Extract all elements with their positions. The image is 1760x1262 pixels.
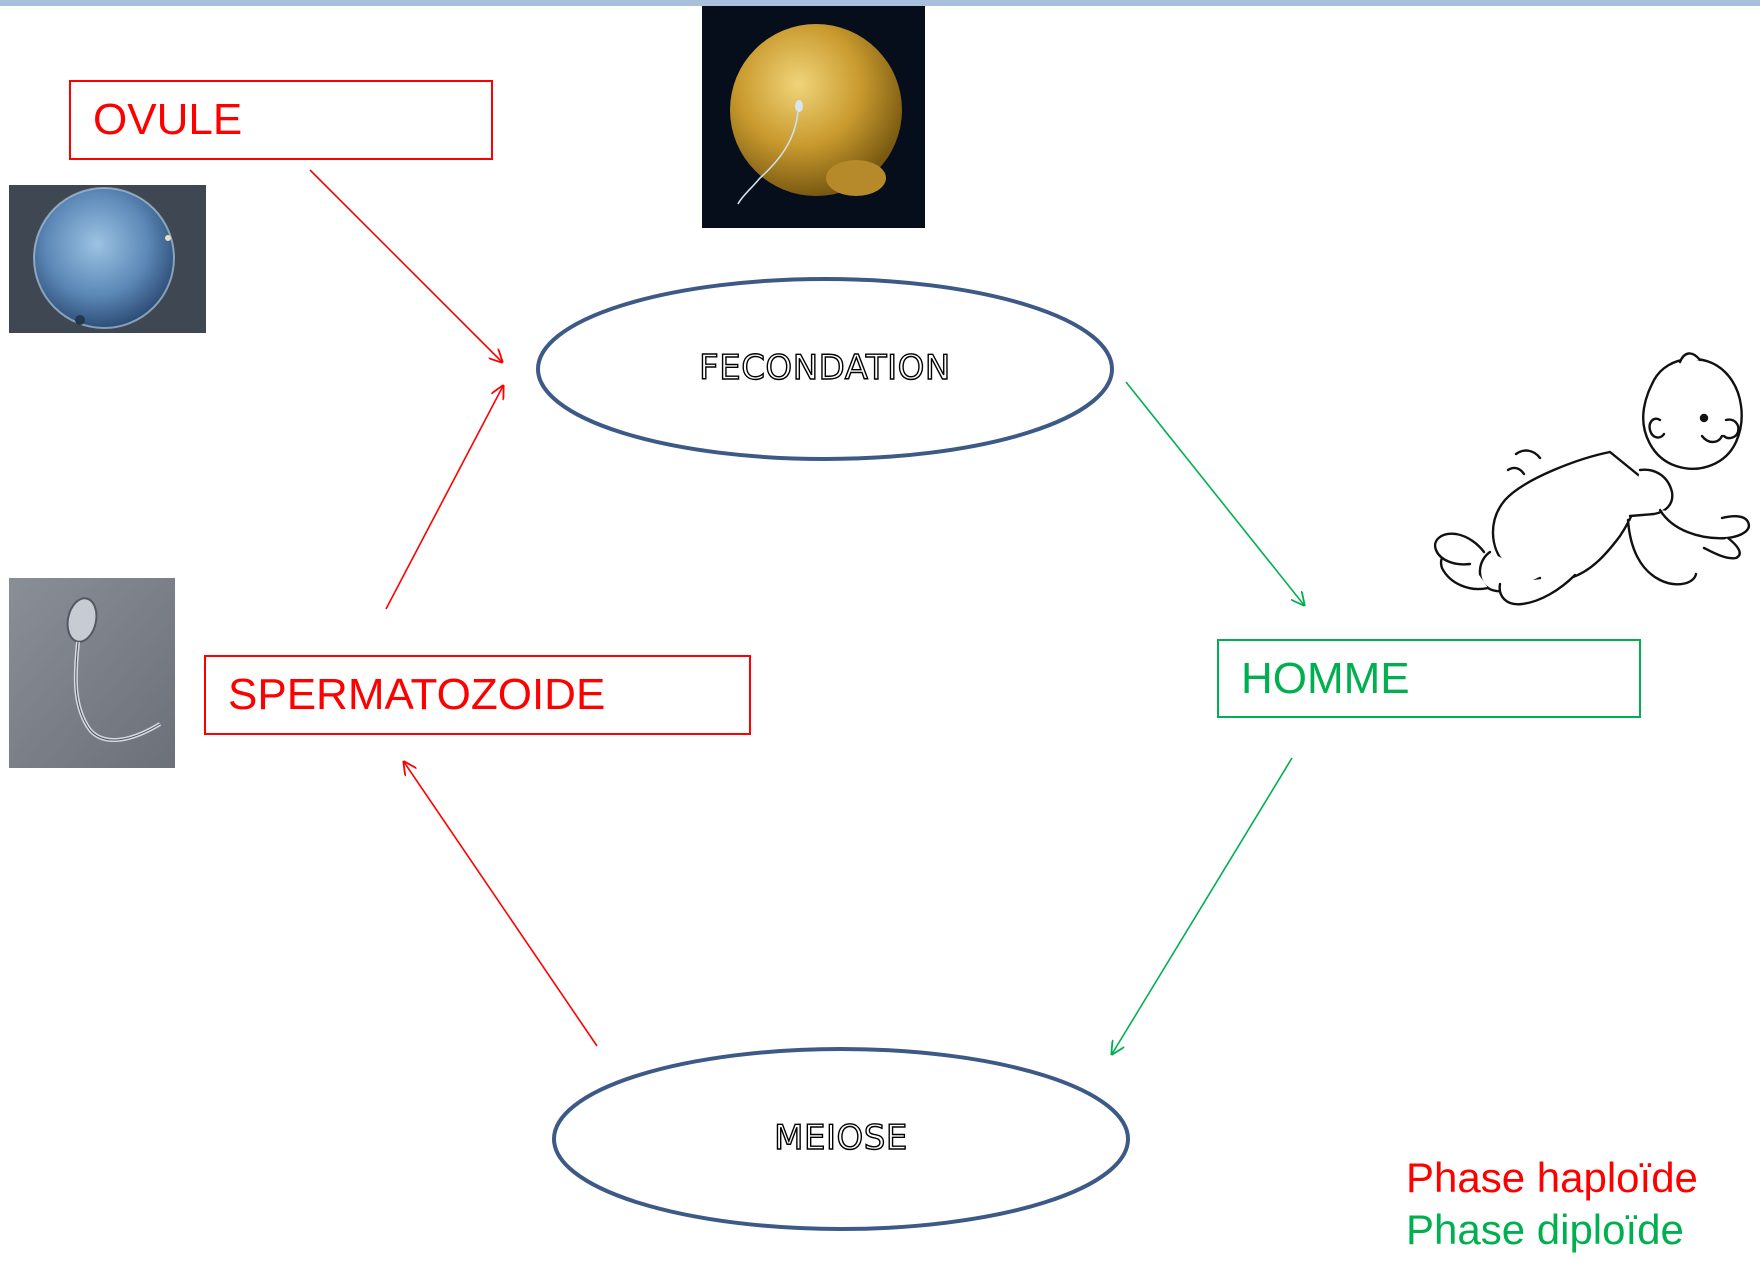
fecondation-ellipse	[536, 277, 1114, 461]
fecondation-label: FECONDATION	[698, 347, 951, 388]
ovule-label: OVULE	[93, 95, 243, 144]
arrow-fecondation-to-homme	[1125, 381, 1304, 605]
phase-legend: Phase haploïde Phase diploïde	[1406, 1152, 1698, 1256]
arrow-homme-to-meiose	[1112, 757, 1293, 1054]
homme-label-box: HOMME	[1217, 639, 1641, 718]
meiose-ellipse	[552, 1047, 1130, 1231]
legend-haploid-phase: Phase haploïde	[1406, 1154, 1698, 1201]
arrow-spermatozoide-to-fecondation	[385, 386, 503, 610]
baby-drawing	[1433, 352, 1751, 606]
fertilization-image	[702, 6, 925, 228]
homme-label: HOMME	[1241, 653, 1410, 703]
meiose-label: MEIOSE	[773, 1117, 908, 1158]
spermatozoide-image	[9, 578, 175, 768]
legend-diploid-phase: Phase diploïde	[1406, 1206, 1684, 1253]
ovule-image	[9, 185, 206, 333]
arrow-meiose-to-spermatozoide	[404, 762, 598, 1047]
arrow-ovule-to-fecondation	[309, 169, 502, 362]
spermatozoide-label: SPERMATOZOIDE	[228, 670, 606, 719]
top-accent-bar	[0, 0, 1760, 6]
ovule-label-box: OVULE	[69, 80, 493, 160]
spermatozoide-label-box: SPERMATOZOIDE	[204, 655, 751, 735]
